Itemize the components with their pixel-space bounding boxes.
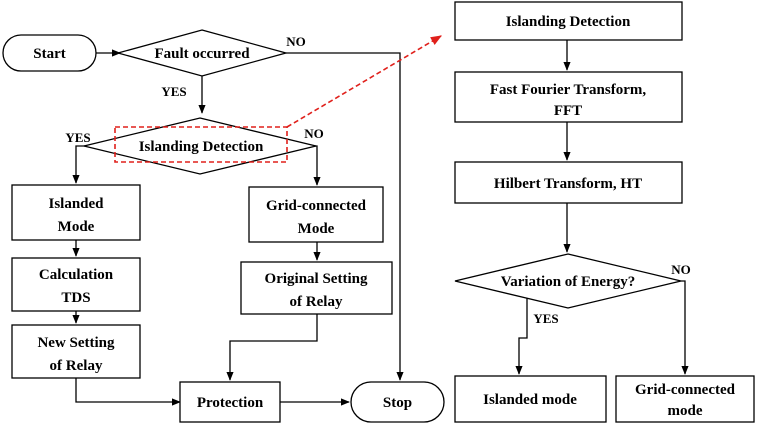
grid-mode-line2: Mode bbox=[298, 221, 335, 237]
calculation-tds-box bbox=[11, 257, 141, 312]
islanding-decision bbox=[83, 117, 317, 175]
islanded-result-label: Islanded mode bbox=[483, 392, 577, 408]
detail-islanding-box bbox=[454, 1, 683, 41]
variation-decision bbox=[454, 253, 682, 309]
fault-label: Fault occurred bbox=[154, 46, 250, 62]
calc-tds-line2: TDS bbox=[61, 290, 90, 306]
new-setting-line1: New Setting bbox=[37, 335, 115, 351]
start-label: Start bbox=[33, 46, 66, 62]
calc-tds-line1: Calculation bbox=[39, 267, 114, 283]
islanding-label: Islanding Detection bbox=[139, 139, 264, 155]
arrow-islanding-no bbox=[294, 145, 321, 186]
islanding-no-label: NO bbox=[304, 126, 324, 141]
grid-result-line2: mode bbox=[668, 403, 703, 419]
fft-line1: Fast Fourier Transform, bbox=[490, 82, 646, 98]
arrow-fault-no-to-stop bbox=[286, 52, 404, 381]
original-setting-box bbox=[240, 261, 393, 315]
original-setting-line2: of Relay bbox=[290, 294, 343, 310]
arrow-original-to-protection bbox=[226, 314, 318, 381]
stop-terminal bbox=[350, 381, 445, 423]
islanded-mode-line2: Mode bbox=[58, 219, 95, 235]
islanded-mode-line1: Islanded bbox=[48, 196, 104, 212]
variation-yes-label: YES bbox=[533, 311, 558, 326]
fft-box bbox=[454, 71, 683, 123]
fault-no-label: NO bbox=[286, 34, 306, 49]
protection-label: Protection bbox=[197, 395, 264, 411]
fault-decision bbox=[115, 29, 289, 77]
protection-box bbox=[179, 381, 281, 423]
arrow-variation-no bbox=[681, 280, 689, 375]
ht-box bbox=[454, 161, 683, 204]
fault-yes-label: YES bbox=[161, 84, 186, 99]
right-connectors bbox=[515, 40, 689, 375]
islanded-mode-box bbox=[11, 184, 141, 241]
original-setting-line1: Original Setting bbox=[265, 271, 368, 287]
ht-label: Hilbert Transform, HT bbox=[494, 176, 642, 192]
fft-line2: FFT bbox=[554, 103, 582, 119]
detail-islanding-label: Islanding Detection bbox=[506, 14, 631, 30]
islanded-mode-result-box bbox=[454, 375, 607, 423]
new-setting-line2: of Relay bbox=[50, 358, 103, 374]
grid-mode-line1: Grid-connected bbox=[266, 198, 367, 214]
new-setting-box bbox=[11, 324, 141, 379]
arrow-newsetting-to-protection bbox=[75, 378, 181, 406]
stop-label: Stop bbox=[383, 395, 412, 411]
grid-result-line1: Grid-connected bbox=[635, 382, 736, 398]
start-terminal bbox=[2, 34, 97, 72]
variation-no-label: NO bbox=[671, 262, 691, 277]
grid-mode-result-box bbox=[615, 375, 755, 423]
highlight-link-arrow bbox=[286, 35, 442, 128]
islanding-yes-label: YES bbox=[65, 130, 90, 145]
arrow-variation-yes bbox=[515, 298, 528, 375]
arrow-islanding-yes bbox=[72, 145, 88, 184]
grid-connected-box bbox=[248, 186, 384, 243]
variation-label: Variation of Energy? bbox=[501, 274, 635, 290]
islanding-highlight-box bbox=[114, 126, 288, 163]
